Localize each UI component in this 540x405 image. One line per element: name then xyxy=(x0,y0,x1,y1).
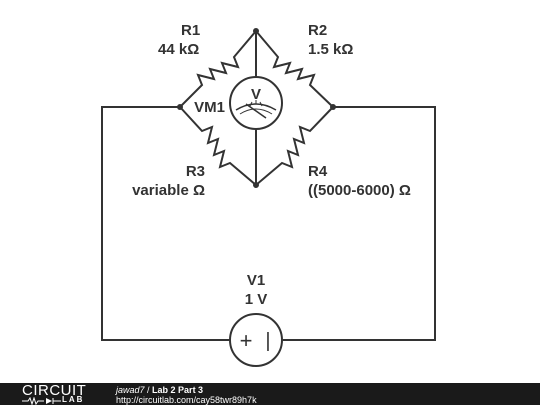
circuit-byline: jawad7 / Lab 2 Part 3 xyxy=(116,385,257,395)
node-bottom xyxy=(253,182,259,188)
voltmeter-tick xyxy=(249,101,253,107)
v1-name-label: V1 xyxy=(247,272,265,289)
vm1-name-label: VM1 xyxy=(194,99,225,116)
circuit-meta: jawad7 / Lab 2 Part 3 http://circuitlab.… xyxy=(116,385,257,405)
r2-name-label: R2 xyxy=(308,22,327,39)
logo-circuit-text: CIRCUIT xyxy=(22,382,87,399)
v1-value-label: 1 V xyxy=(245,291,268,308)
resistor-r4[interactable] xyxy=(255,106,334,186)
byline-separator: / xyxy=(144,385,153,395)
footer-bar: CIRCUIT LAB jawad7 / Lab 2 Part 3 http:/… xyxy=(0,383,540,405)
source-minus: | xyxy=(265,330,270,352)
wire-left xyxy=(101,106,230,341)
r1-value-label: 44 kΩ xyxy=(158,41,199,58)
node-right xyxy=(330,104,336,110)
source-body xyxy=(229,313,283,367)
voltage-source-v1[interactable]: + | xyxy=(229,313,283,367)
resistor-r1[interactable] xyxy=(179,30,257,108)
r1-name-label: R1 xyxy=(181,22,200,39)
r3-value-label: variable Ω xyxy=(132,182,205,199)
resistor-r3[interactable] xyxy=(179,106,257,186)
circuit-title[interactable]: Lab 2 Part 3 xyxy=(152,385,204,395)
resistor-r2[interactable] xyxy=(255,30,334,108)
r2-value-label: 1.5 kΩ xyxy=(308,41,353,58)
wheatstone-bridge-schematic: V + | R1 44 kΩ R2 1.5 kΩ VM1 R3 variable… xyxy=(101,22,436,367)
node-top xyxy=(253,28,259,34)
voltmeter-tick xyxy=(259,101,263,107)
r3-name-label: R3 xyxy=(186,163,205,180)
voltmeter-vm1[interactable]: V xyxy=(229,76,283,130)
node-left xyxy=(177,104,183,110)
r4-name-label: R4 xyxy=(308,163,328,180)
voltmeter-symbol: V xyxy=(251,86,261,103)
wire-right xyxy=(283,106,436,341)
logo-lab-text: LAB xyxy=(62,395,85,404)
voltmeter-needle xyxy=(245,103,267,119)
r4-value-label: ((5000-6000) Ω xyxy=(308,182,411,199)
source-plus: + xyxy=(240,328,253,353)
circuit-url[interactable]: http://circuitlab.com/cay58twr89h7k xyxy=(116,395,257,405)
voltmeter-scale-arc-inner xyxy=(239,108,273,115)
author-link[interactable]: jawad7 xyxy=(116,385,145,395)
circuitlab-logo[interactable]: CIRCUIT LAB xyxy=(22,382,112,405)
logo-waveform-icon xyxy=(22,397,61,405)
